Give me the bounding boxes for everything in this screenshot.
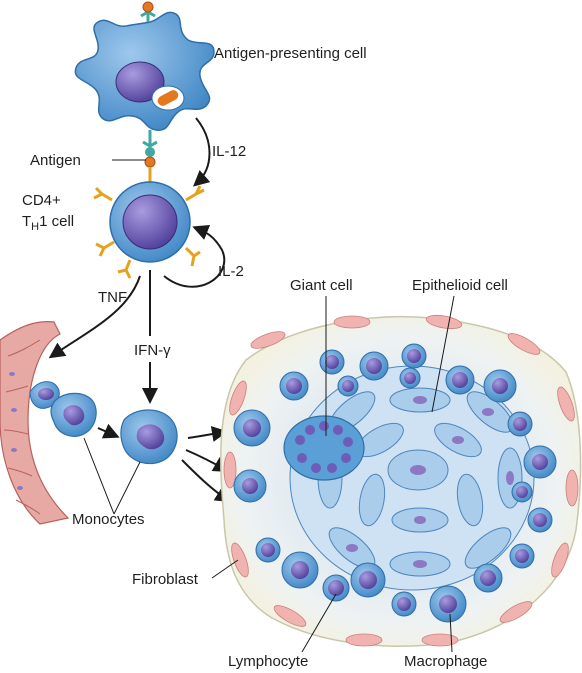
il12-label: IL-12 bbox=[212, 143, 246, 160]
fibroblast-label: Fibroblast bbox=[132, 571, 199, 588]
th1-label: TH1 cell bbox=[22, 213, 74, 233]
monocyte-pointer-1 bbox=[83, 437, 115, 515]
giant-cell bbox=[283, 415, 365, 481]
antigen-top-icon bbox=[140, 1, 156, 22]
macrophage-pointer bbox=[449, 613, 453, 653]
vessel-to-monocyte-arrow bbox=[97, 423, 120, 439]
antigen-presenting-cell bbox=[74, 1, 215, 131]
epithelioid-pointer bbox=[431, 295, 455, 413]
lymphocyte-pointer bbox=[301, 593, 337, 653]
il12-arrow bbox=[193, 117, 211, 187]
granuloma bbox=[220, 314, 582, 647]
antigen-mhc-complex bbox=[142, 130, 158, 184]
lymphocyte-label: Lymphocyte bbox=[228, 653, 308, 670]
cd4-label: CD4+ bbox=[22, 192, 61, 209]
giant-cell-label: Giant cell bbox=[290, 277, 353, 294]
tnf-label: TNF bbox=[98, 289, 127, 306]
blood-vessel bbox=[0, 321, 70, 525]
th1-cell bbox=[93, 181, 205, 279]
receptor-icon bbox=[93, 185, 205, 279]
monocytes-label: Monocytes bbox=[72, 511, 145, 528]
apc-label: Antigen-presenting cell bbox=[214, 45, 367, 62]
ifn-label: IFN-γ bbox=[134, 342, 171, 359]
epithelioid-label: Epithelioid cell bbox=[412, 277, 508, 294]
antigen-label: Antigen bbox=[30, 152, 81, 169]
il2-label: IL-2 bbox=[218, 263, 244, 280]
il2-arrow bbox=[163, 225, 226, 288]
monocyte-1 bbox=[50, 392, 97, 437]
monocyte-pointer-2 bbox=[113, 461, 141, 515]
macrophage-label: Macrophage bbox=[404, 653, 487, 670]
monocyte-2 bbox=[120, 409, 178, 465]
tnf-arrow bbox=[48, 275, 141, 359]
fibroblast-pointer bbox=[211, 559, 239, 579]
